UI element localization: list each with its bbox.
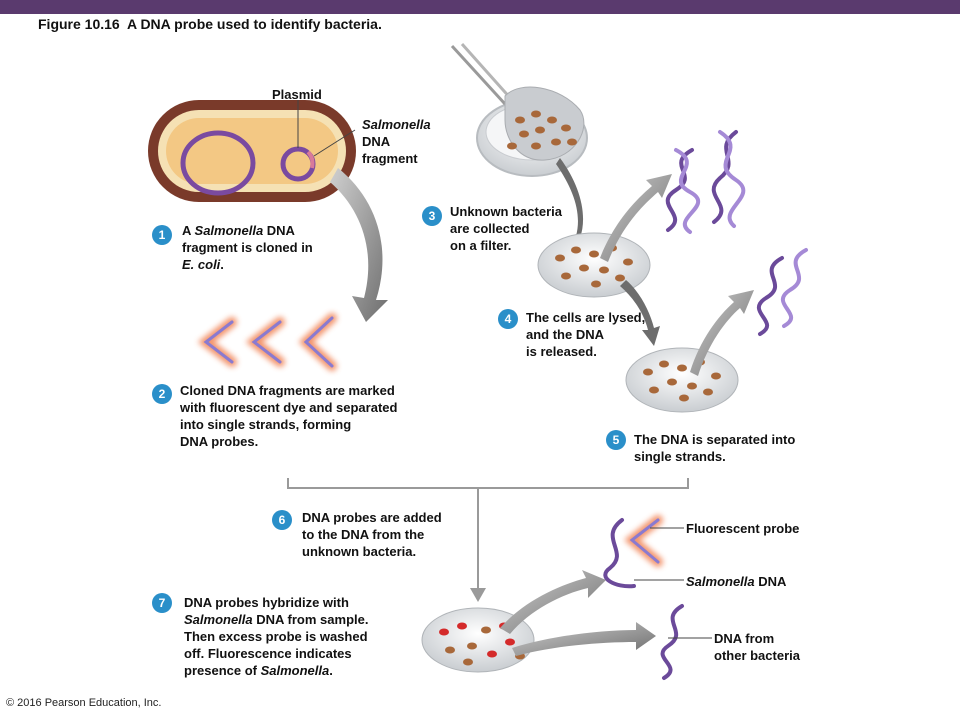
step-7-badge: 7 [152, 593, 172, 613]
arrow-single-strands [690, 290, 754, 376]
other-bacteria-dna [660, 604, 684, 680]
fluorescent-probes [197, 313, 337, 371]
salmonella-dna-label: Salmonella DNA [686, 574, 787, 589]
arrow-lysed-dna [600, 174, 672, 262]
ecoli-cell [148, 100, 356, 202]
step-7-text: DNA probes hybridize with Salmonella DNA… [184, 595, 369, 678]
step-6-badge: 6 [272, 510, 292, 530]
step-3-badge: 3 [422, 206, 442, 226]
converging-bracket [287, 478, 689, 590]
fluorescent-probe-label: Fluorescent probe [686, 521, 800, 536]
arrow-1-to-2 [330, 168, 388, 322]
fragment-leader-line [313, 129, 356, 157]
step-5-badge: 5 [606, 430, 626, 450]
arrow-to-probe-hybrid [500, 570, 606, 634]
forceps [450, 43, 514, 106]
step-4-badge: 4 [498, 309, 518, 329]
step-1-badge: 1 [152, 225, 172, 245]
chromosome-ring [180, 130, 256, 196]
arrow-3-to-filter [556, 158, 588, 256]
step-4-text: The cells are lysed, and the DNA is rele… [526, 310, 646, 359]
copyright: © 2016 Pearson Education, Inc. [6, 697, 162, 709]
filter-disc-2 [625, 347, 739, 413]
released-dna-helices [665, 130, 746, 234]
figure-title: Figure 10.16 A DNA probe used to identif… [38, 16, 382, 32]
step-2-badge: 2 [152, 384, 172, 404]
step-2-text: Cloned DNA fragments are marked with flu… [180, 383, 398, 449]
arrow-4-to-5 [620, 280, 660, 346]
step-5-text: The DNA is separated into single strands… [634, 432, 796, 464]
title-bar [0, 0, 960, 14]
other-bacteria-dna-label: DNA from other bacteria [714, 631, 800, 663]
single-strands [757, 248, 808, 336]
arrow-to-other-dna [512, 622, 656, 656]
salmonella-fragment-label: Salmonella DNA fragment [362, 117, 431, 166]
hybridized-probe [603, 515, 663, 589]
salmonella-fragment-insert [306, 150, 315, 169]
plasmid-label: Plasmid [272, 87, 322, 102]
step-6-text: DNA probes are added to the DNA from the… [302, 510, 442, 559]
arrow-to-final-filter [470, 588, 486, 602]
step-1-text: A Salmonella DNA fragment is cloned in E… [182, 223, 313, 272]
colonies-dish [507, 110, 577, 150]
step-3-text: Unknown bacteria are collected on a filt… [450, 204, 562, 253]
